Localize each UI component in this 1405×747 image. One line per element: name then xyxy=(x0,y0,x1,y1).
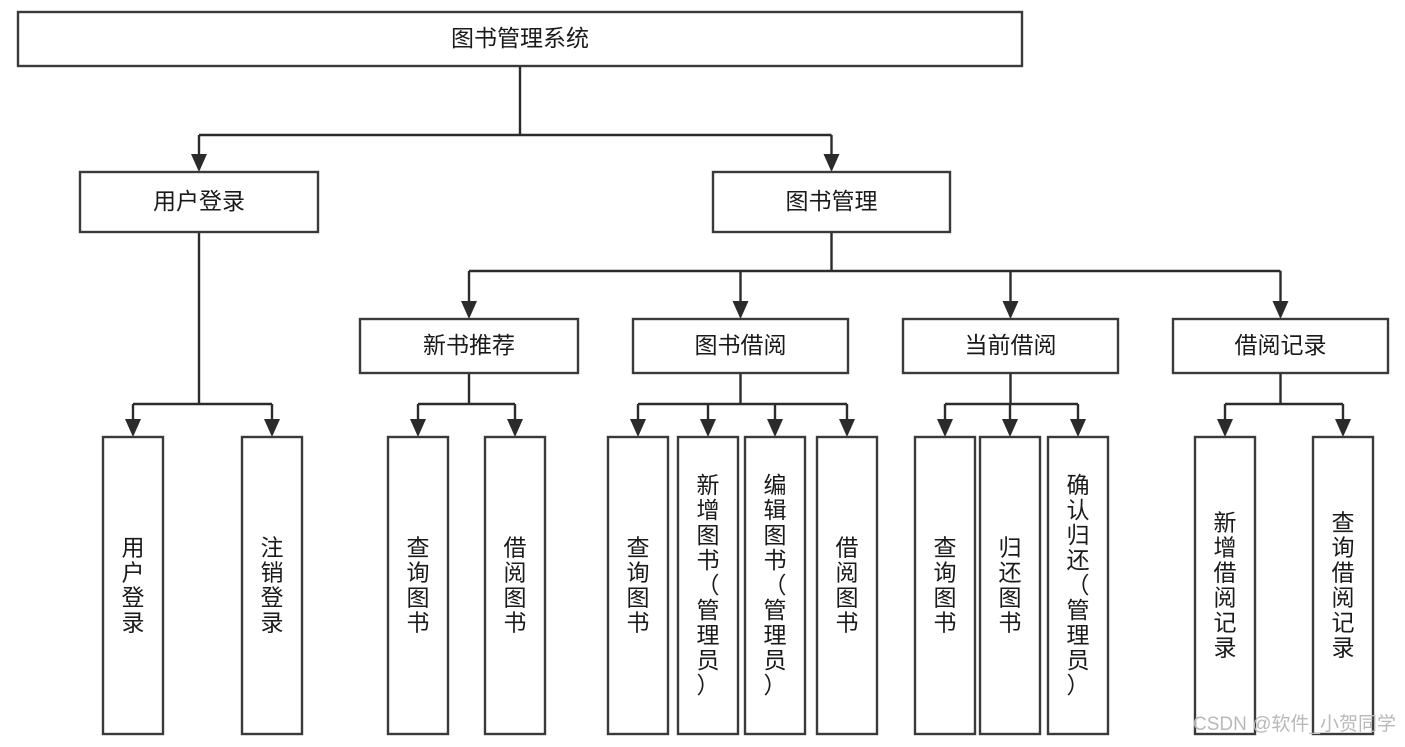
node-label: 用户登录 xyxy=(153,188,245,214)
node-label: 借阅图书 xyxy=(504,535,527,636)
node-layer: 图书管理系统用户登录图书管理新书推荐图书借阅当前借阅借阅记录用户登录注销登录查询… xyxy=(16,10,1390,736)
node-label: 当前借阅 xyxy=(965,332,1057,358)
connector-layer xyxy=(125,66,1351,437)
node-label: 图书借阅 xyxy=(695,332,787,358)
node-leaf-8[interactable]: 查询图书 xyxy=(913,435,977,736)
node-label: 图书管理系统 xyxy=(451,25,589,51)
node-leaf-3[interactable]: 借阅图书 xyxy=(483,435,547,736)
node-leaf-6[interactable]: 编辑图书（管理员） xyxy=(743,435,807,736)
node-leaf-12[interactable]: 查询借阅记录 xyxy=(1311,435,1375,736)
node-level3-3[interactable]: 借阅记录 xyxy=(1171,317,1390,375)
node-label: 查询借阅记录 xyxy=(1332,510,1355,661)
node-leaf-2[interactable]: 查询图书 xyxy=(386,435,450,736)
watermark-label: CSDN @软件_小贺同学 xyxy=(1193,713,1396,735)
node-leaf-7[interactable]: 借阅图书 xyxy=(815,435,879,736)
node-label: 注销登录 xyxy=(261,535,284,636)
node-label: 借阅记录 xyxy=(1235,332,1327,358)
node-level3-1[interactable]: 图书借阅 xyxy=(631,317,850,375)
node-label: 编辑图书（管理员） xyxy=(764,472,787,698)
node-label: 借阅图书 xyxy=(836,535,859,636)
node-label: 归还图书 xyxy=(999,535,1022,636)
node-label: 查询图书 xyxy=(407,535,430,636)
node-leaf-1[interactable]: 注销登录 xyxy=(240,435,304,736)
node-level3-2[interactable]: 当前借阅 xyxy=(901,317,1120,375)
node-label: 图书管理 xyxy=(786,188,878,214)
node-leaf-5[interactable]: 新增图书（管理员） xyxy=(676,435,740,736)
node-label: 确认归还（管理员） xyxy=(1067,472,1090,698)
node-leaf-4[interactable]: 查询图书 xyxy=(606,435,670,736)
node-label: 查询图书 xyxy=(934,535,957,636)
node-leaf-0[interactable]: 用户登录 xyxy=(101,435,165,736)
node-label: 新增借阅记录 xyxy=(1214,510,1237,661)
node-label: 查询图书 xyxy=(627,535,650,636)
node-label: 新书推荐 xyxy=(423,332,515,358)
node-leaf-11[interactable]: 新增借阅记录 xyxy=(1193,435,1257,736)
node-leaf-9[interactable]: 归还图书 xyxy=(978,435,1042,736)
node-root-book-management-system[interactable]: 图书管理系统 xyxy=(16,10,1024,68)
node-label: 新增图书（管理员） xyxy=(697,472,720,698)
node-level3-0[interactable]: 新书推荐 xyxy=(358,317,580,375)
node-label: 用户登录 xyxy=(122,535,145,636)
node-level2-1[interactable]: 图书管理 xyxy=(711,170,952,234)
node-leaf-10[interactable]: 确认归还（管理员） xyxy=(1046,435,1110,736)
node-level2-0[interactable]: 用户登录 xyxy=(78,170,320,234)
